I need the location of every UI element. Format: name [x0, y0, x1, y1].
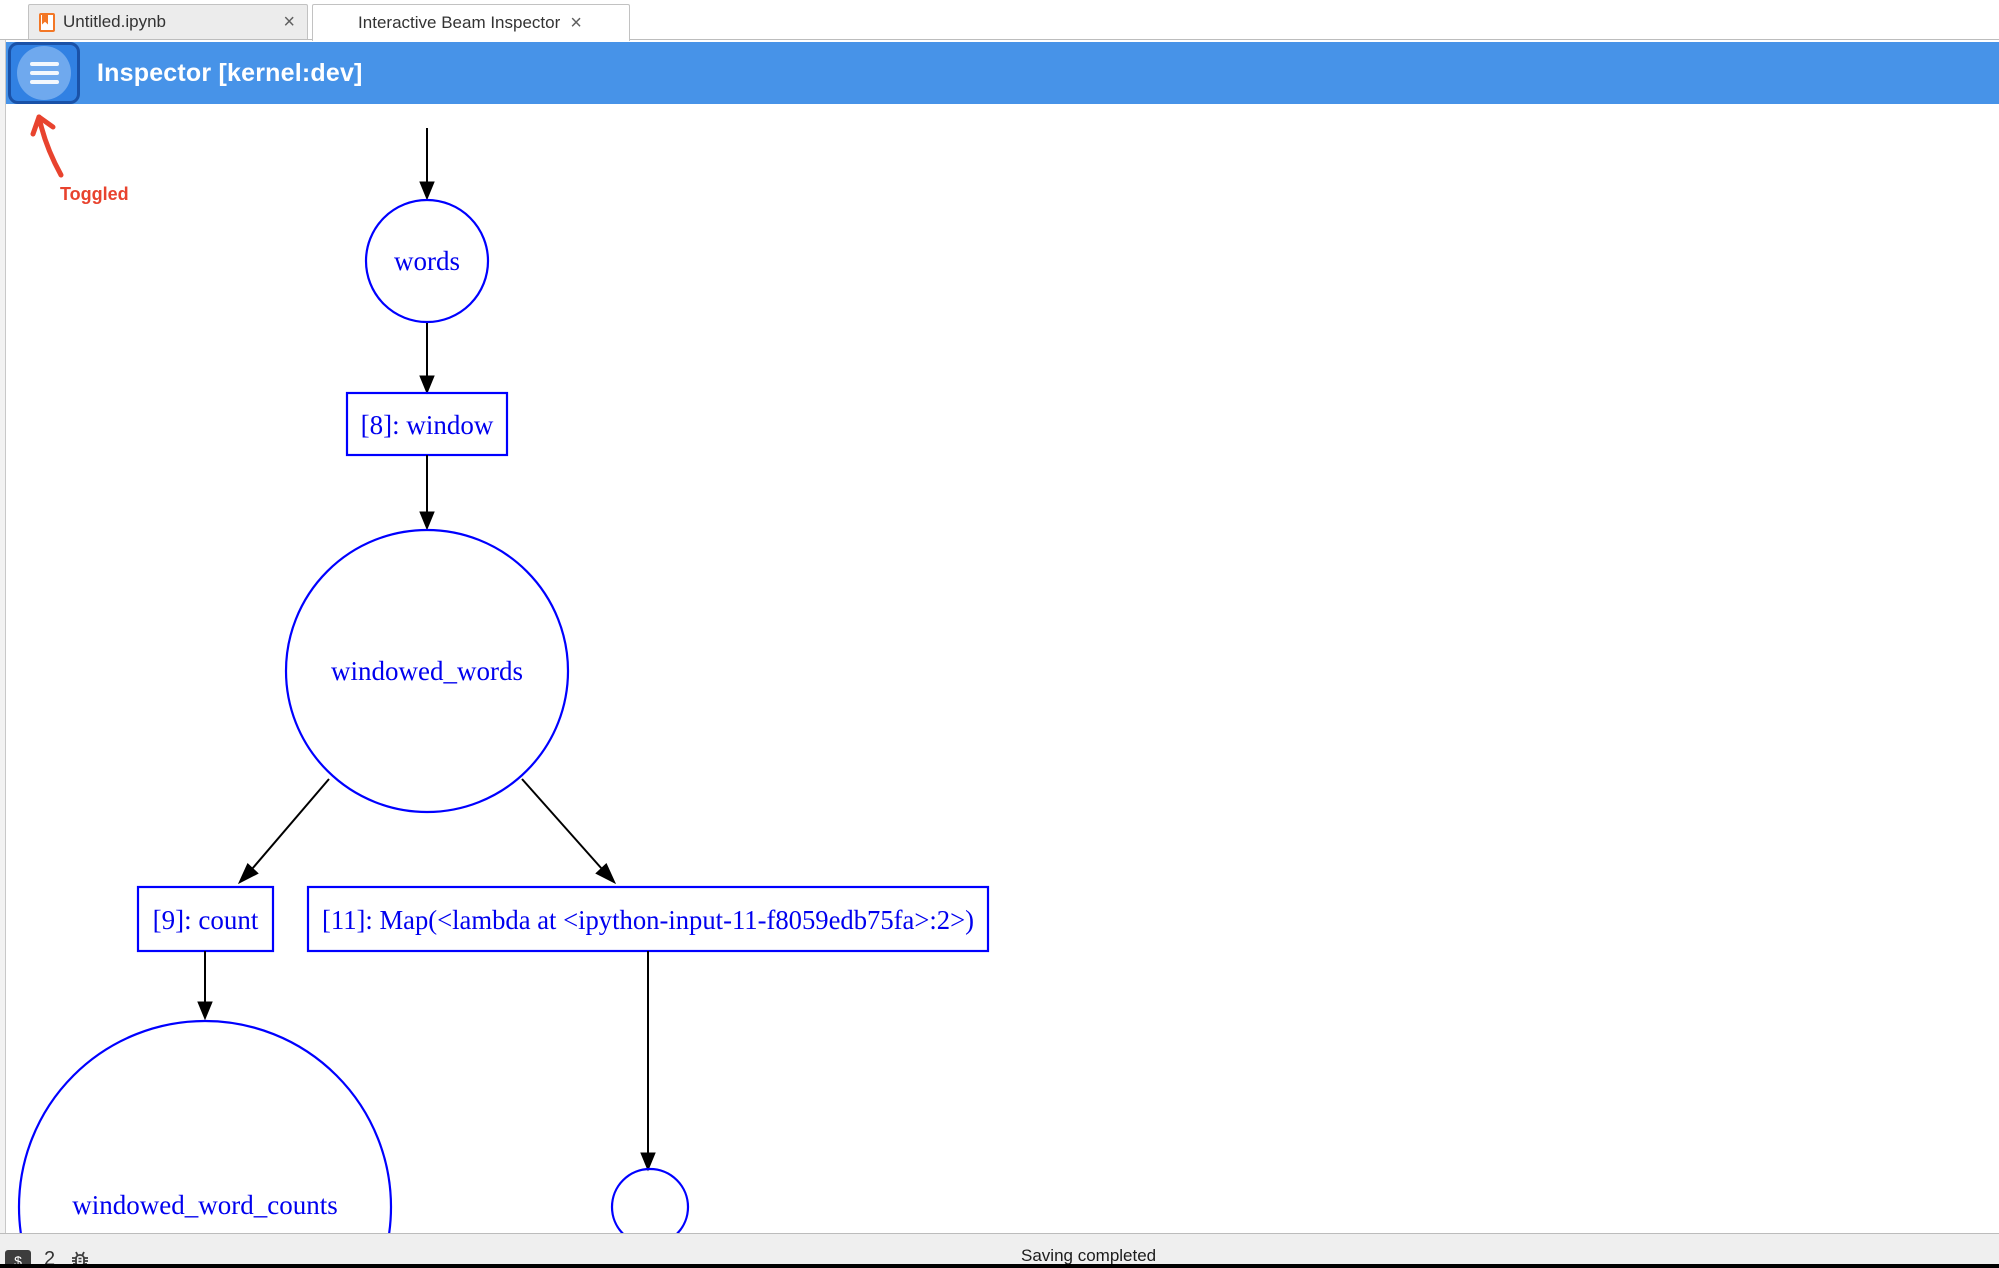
- tab-untitled-notebook[interactable]: Untitled.ipynb ×: [28, 4, 308, 39]
- node-anonymous-pcollection[interactable]: [610, 1167, 690, 1233]
- edge-count-windowedwordcounts: [197, 951, 213, 1021]
- edge-source-words: [419, 128, 435, 201]
- tab-label: Interactive Beam Inspector: [358, 13, 561, 32]
- edge-map-anonymous: [640, 951, 656, 1172]
- inspector-header: Inspector [kernel:dev]: [0, 42, 1999, 104]
- node-windowed-words[interactable]: windowed_words: [284, 528, 570, 814]
- status-left-items: $ 2: [5, 1248, 92, 1268]
- graph-canvas: words [8]: window windowed_words: [7, 104, 1999, 1233]
- node-words[interactable]: words: [364, 198, 490, 324]
- node-map-lambda[interactable]: [11]: Map(<lambda at <ipython-input-11-f…: [306, 885, 990, 953]
- node-window[interactable]: [8]: window: [345, 391, 509, 457]
- annotation-label: Toggled: [60, 184, 129, 204]
- left-edge-strip: [0, 40, 6, 1233]
- kernel-count[interactable]: 2: [44, 1248, 56, 1268]
- node-label: windowed_words: [331, 656, 523, 686]
- notebook-icon: [39, 12, 55, 32]
- node-label: words: [394, 246, 460, 276]
- node-label: windowed_word_counts: [72, 1190, 337, 1220]
- close-icon[interactable]: ×: [283, 11, 295, 33]
- page-title: Inspector [kernel:dev]: [97, 58, 363, 87]
- close-icon[interactable]: ×: [570, 12, 582, 34]
- edge-words-window: [419, 323, 435, 395]
- status-message: Saving completed: [1021, 1246, 1157, 1265]
- hamburger-icon: [17, 46, 71, 100]
- tab-interactive-beam-inspector[interactable]: Interactive Beam Inspector ×: [312, 4, 630, 41]
- edge-windowedwords-count: [237, 778, 330, 885]
- pipeline-dag-svg: words [8]: window windowed_words: [17, 128, 990, 1233]
- status-bar: $ 2 Saving completed: [0, 1233, 1999, 1268]
- bottom-edge-bar: [0, 1264, 1999, 1268]
- node-windowed-word-counts[interactable]: windowed_word_counts: [17, 1019, 393, 1233]
- node-label: [9]: count: [153, 905, 259, 935]
- tab-bar: Untitled.ipynb × Interactive Beam Inspec…: [0, 0, 1999, 41]
- node-label: [8]: window: [361, 410, 494, 440]
- edge-windowedwords-map: [521, 778, 617, 885]
- node-label: [11]: Map(<lambda at <ipython-input-11-f…: [322, 905, 974, 935]
- edge-window-windowedwords: [419, 455, 435, 531]
- tab-label: Untitled.ipynb: [63, 12, 167, 31]
- terminal-icon[interactable]: $: [5, 1250, 31, 1268]
- menu-toggle-button[interactable]: [8, 42, 80, 104]
- node-count[interactable]: [9]: count: [136, 885, 275, 953]
